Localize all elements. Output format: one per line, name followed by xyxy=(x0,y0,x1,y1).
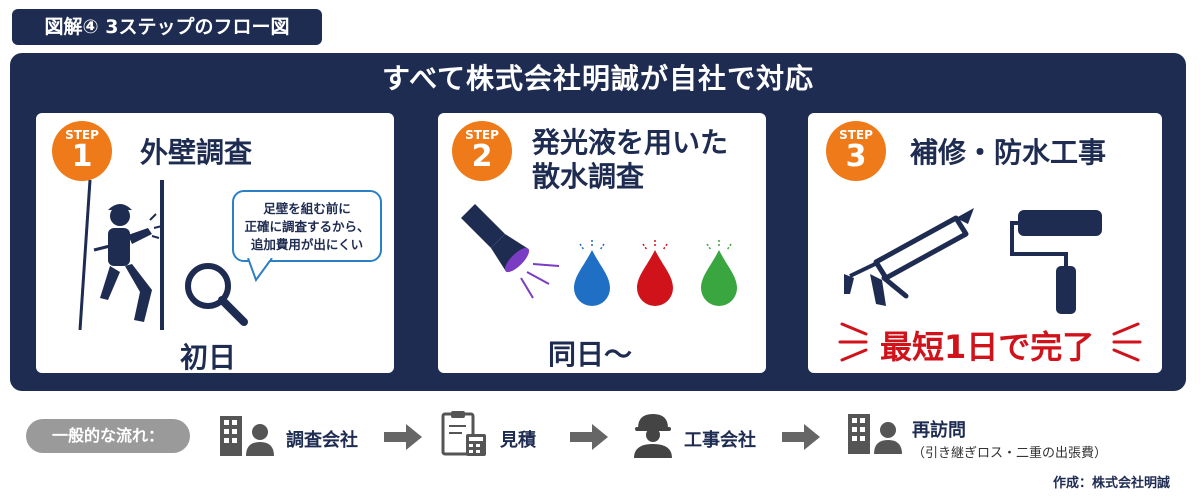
flow-item-revisit: 再訪問 xyxy=(912,420,966,441)
flow-item-estimate: 見積 xyxy=(500,430,536,451)
step-2-badge-word: STEP xyxy=(465,128,499,142)
office-person-icon xyxy=(220,416,274,456)
uv-flashlight-icon xyxy=(461,204,560,299)
bubble-tail xyxy=(247,258,273,282)
clipboard-calculator-icon xyxy=(441,411,486,456)
step-1-speech-bubble: 足壁を組む前に 正確に調査するから、 追加費用が出にくい xyxy=(232,190,382,262)
bubble-line-3: 追加費用が出にくい xyxy=(250,237,364,252)
bubble-line-1: 足壁を組む前に xyxy=(263,201,351,216)
arrow-right-icon xyxy=(384,424,422,450)
general-flow-label: 一般的な流れ： xyxy=(26,419,190,453)
caulking-gun-icon xyxy=(844,208,974,306)
step-3-timing: 最短1日で完了 xyxy=(880,328,1095,366)
flow-item-construction-company: 工事会社 xyxy=(684,430,756,451)
hardhat-worker-icon xyxy=(634,414,672,458)
green-droplet-icon xyxy=(701,240,737,306)
step-2-timing: 同日〜 xyxy=(548,338,633,371)
banner-title: すべて株式会社明誠が自社で対応 xyxy=(382,62,814,95)
bubble-line-2: 正確に調査するから、 xyxy=(244,219,370,234)
office-person-icon xyxy=(848,414,902,454)
red-droplet-icon xyxy=(637,240,673,306)
arrow-right-icon xyxy=(782,424,820,450)
step-3-badge-number: 3 xyxy=(845,139,867,174)
arrow-right-icon xyxy=(570,424,608,450)
blue-droplet-icon xyxy=(574,240,610,306)
step-1-timing: 初日 xyxy=(180,341,237,374)
step-1-badge-number: 1 xyxy=(71,139,93,174)
step-3-badge-word: STEP xyxy=(839,128,873,142)
flow-revisit-note: （引き継ぎロス・二重の出張費） xyxy=(912,446,1108,461)
step-3-title: 補修・防水工事 xyxy=(910,136,1107,169)
paint-roller-icon xyxy=(1010,210,1102,314)
credit: 作成：株式会社明誠 xyxy=(1052,476,1170,491)
emphasis-marks-right xyxy=(1112,322,1142,362)
step-1-badge: STEP 1 xyxy=(52,121,112,181)
rope-worker-icon xyxy=(78,180,164,330)
arrow-right-icon xyxy=(398,220,432,256)
step-3-badge: STEP 3 xyxy=(826,121,886,181)
magnifier-icon xyxy=(185,263,248,326)
arrow-right-icon xyxy=(770,220,804,256)
figure-label: 図解④ 3ステップのフロー図 xyxy=(12,9,322,45)
step-1-title: 外壁調査 xyxy=(140,136,253,169)
step-2-title-line-1: 発光液を用いた xyxy=(532,126,729,159)
step-2-badge: STEP 2 xyxy=(452,121,512,181)
flow-item-research-company: 調査会社 xyxy=(286,430,358,451)
step-2-title-line-2: 散水調査 xyxy=(532,160,645,193)
step-2-badge-number: 2 xyxy=(471,139,493,174)
emphasis-marks-left xyxy=(838,322,868,362)
step-1-badge-word: STEP xyxy=(65,128,99,142)
